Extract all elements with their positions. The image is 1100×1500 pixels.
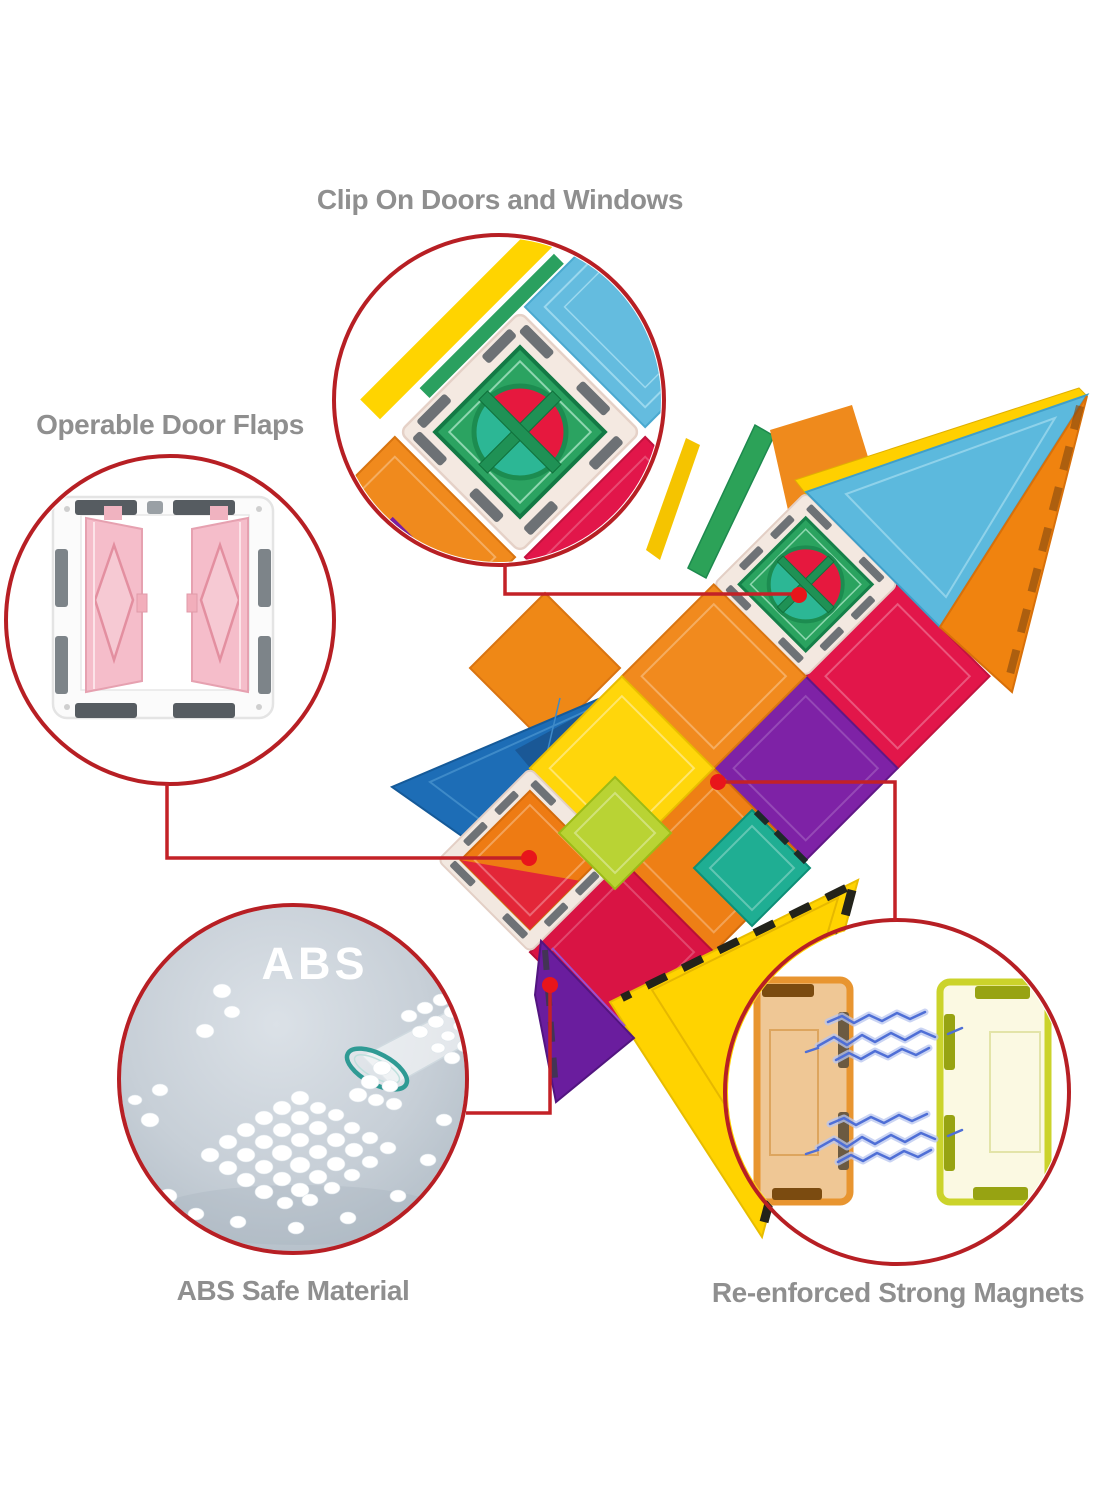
- door-flap-left: [85, 506, 148, 694]
- zoom-green-strip: [419, 253, 564, 399]
- magnet-tile-orange: [753, 976, 854, 1206]
- callout-connectors: [165, 563, 897, 1115]
- connector-clip-on: [503, 563, 792, 596]
- zoom-window-tile: [401, 313, 639, 551]
- tile-lime: [557, 775, 673, 891]
- door-flap-tile: [51, 495, 275, 720]
- marker-magnet-tile: [710, 774, 726, 790]
- nose-cone: [794, 387, 1090, 694]
- abs-badge-text: ABS: [261, 938, 369, 989]
- label-clip-on: Clip On Doors and Windows: [316, 184, 684, 215]
- callout-magnets-circle: [723, 918, 1071, 1266]
- tile-orange-nose: [938, 395, 1088, 694]
- abs-pellets: [121, 983, 465, 1235]
- magnet-tile-yellow: [936, 978, 1052, 1206]
- connector-door-flaps: [165, 783, 522, 860]
- tile-teal: [692, 808, 812, 928]
- fin-purple: [533, 938, 636, 1104]
- magnetic-field-lightning: [804, 1008, 964, 1166]
- clip-on-ring: [332, 233, 666, 567]
- marker-door-tile: [521, 850, 537, 866]
- label-abs: ABS Safe Material: [176, 1275, 410, 1306]
- callout-door-flaps-circle: [4, 454, 336, 786]
- marker-abs-fin: [542, 977, 558, 993]
- magnets-ring: [723, 918, 1071, 1266]
- label-magnets: Re-enforced Strong Magnets: [711, 1277, 1085, 1308]
- marker-window: [791, 587, 807, 603]
- tile-yellow-sliver: [646, 438, 700, 560]
- tile-window: [715, 493, 897, 675]
- door-flap-right: [186, 506, 249, 694]
- tile-orange-sliver: [770, 405, 872, 519]
- callout-abs-circle: [117, 903, 469, 1255]
- connector-abs: [466, 985, 552, 1115]
- abs-ring: [117, 903, 469, 1255]
- tile-yellow-strip: [794, 387, 1088, 495]
- connector-magnets: [718, 780, 897, 921]
- rocket-model: [389, 387, 1090, 1240]
- label-door-flaps: Operable Door Flaps: [36, 409, 304, 440]
- door-flaps-ring: [4, 454, 336, 786]
- zoom-yellow-strip: [360, 238, 557, 420]
